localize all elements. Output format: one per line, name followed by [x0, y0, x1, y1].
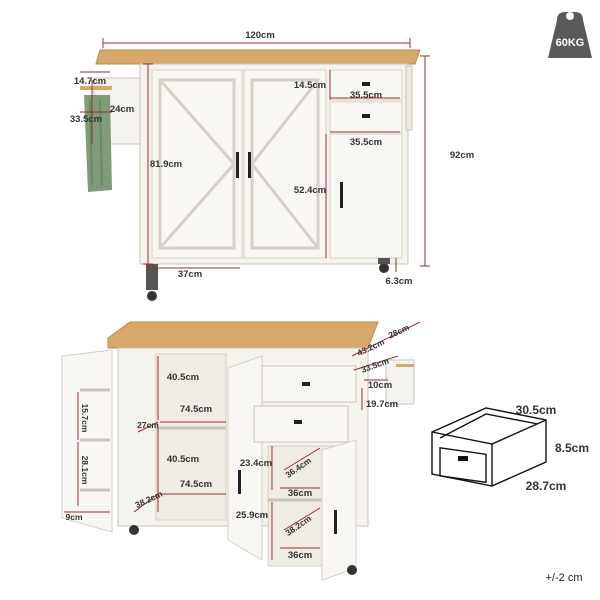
drawer-height-label: 14.5cm — [294, 80, 326, 91]
drawer-width-detail-label: 30.5cm — [516, 403, 557, 417]
drawer-box — [431, 407, 547, 487]
tolerance-note: +/-2 cm — [546, 572, 583, 584]
right-upper-width-label: 36cm — [288, 488, 312, 499]
right-towel-rail — [385, 359, 415, 405]
left-door — [151, 69, 243, 259]
right-upper-height-label: 23.4cm — [240, 458, 272, 469]
door-handle — [334, 510, 337, 534]
wheel — [347, 565, 357, 575]
left-shelf-width-label: 74.5cm — [180, 404, 212, 415]
right-door-width-label: 35.5cm — [350, 137, 382, 148]
left-lower-height-label: 40.5cm — [167, 454, 199, 465]
wheel — [147, 291, 157, 301]
top-depth-2-label: 28cm — [387, 322, 411, 340]
right-lower-height-label: 25.9cm — [236, 510, 268, 521]
weight-badge: 60KG — [548, 12, 592, 58]
top-dimension-labels: 120cm 92cm 14.7cm 24cm 33.5cm 81.9cm 52.… — [70, 30, 474, 287]
door-rack-middle-label: 28.1cm — [80, 456, 90, 485]
inner-depth-upper-label: 27cm — [137, 420, 159, 430]
drawer-width-label: 35.5cm — [350, 90, 382, 101]
left-shelf-height-label: 40.5cm — [167, 372, 199, 383]
drawer-depth-detail-label: 28.7cm — [526, 479, 567, 493]
towel — [84, 95, 112, 192]
towel-bar — [80, 86, 112, 90]
overall-width-label: 120cm — [245, 30, 275, 41]
drawer-front-panel — [439, 447, 487, 484]
open-countertop — [107, 321, 379, 349]
open-right-door — [321, 439, 357, 581]
door-rack-depth-label: 9cm — [65, 512, 82, 522]
left-interior — [155, 353, 227, 521]
drawer-knob — [362, 114, 370, 118]
countertop — [95, 49, 421, 65]
drawer-knob — [294, 420, 302, 424]
spice-rack-height-label: 24cm — [110, 104, 134, 115]
drawer-detail-illustration — [431, 407, 547, 487]
towel-bar-offset-label: 14.7cm — [74, 76, 106, 87]
right-lower-width-label: 36cm — [288, 550, 312, 561]
cabinet-height-label: 81.9cm — [150, 159, 182, 170]
drawer-detail-labels: 30.5cm 8.5cm 28.7cm — [516, 403, 589, 493]
door-handle — [248, 152, 251, 178]
door-handle — [340, 182, 343, 208]
wheel-height-label: 6.3cm — [386, 276, 413, 287]
drawer-knob — [458, 456, 468, 461]
drawer-knob — [302, 382, 310, 386]
top-dimension-lines — [80, 38, 430, 272]
wheel — [379, 263, 389, 273]
wheel — [129, 525, 139, 535]
door-handle — [236, 152, 239, 178]
top-island-illustration — [80, 49, 421, 301]
drawer-height-detail-label: 8.5cm — [555, 441, 589, 455]
spice-rack-depth-label: 33.5cm — [70, 114, 102, 125]
door-height-label: 52.4cm — [294, 185, 326, 196]
door-rack-upper-label: 15.7cm — [80, 404, 90, 433]
weight-label: 60KG — [556, 37, 585, 49]
bottom-island-illustration — [61, 321, 415, 581]
bottom-dimension-lines — [64, 321, 421, 560]
door-handle — [238, 470, 241, 494]
weight-icon — [548, 12, 592, 58]
left-lower-width-label: 74.5cm — [180, 479, 212, 490]
towel-gap-label: 10cm — [368, 380, 392, 391]
left-cabinet-width-label: 37cm — [178, 269, 202, 280]
weight-handle — [566, 12, 574, 20]
drawer-knob — [362, 82, 370, 86]
overall-height-label: 92cm — [450, 150, 474, 161]
middle-door — [243, 69, 327, 259]
towel-height-label: 19.7cm — [366, 399, 398, 410]
